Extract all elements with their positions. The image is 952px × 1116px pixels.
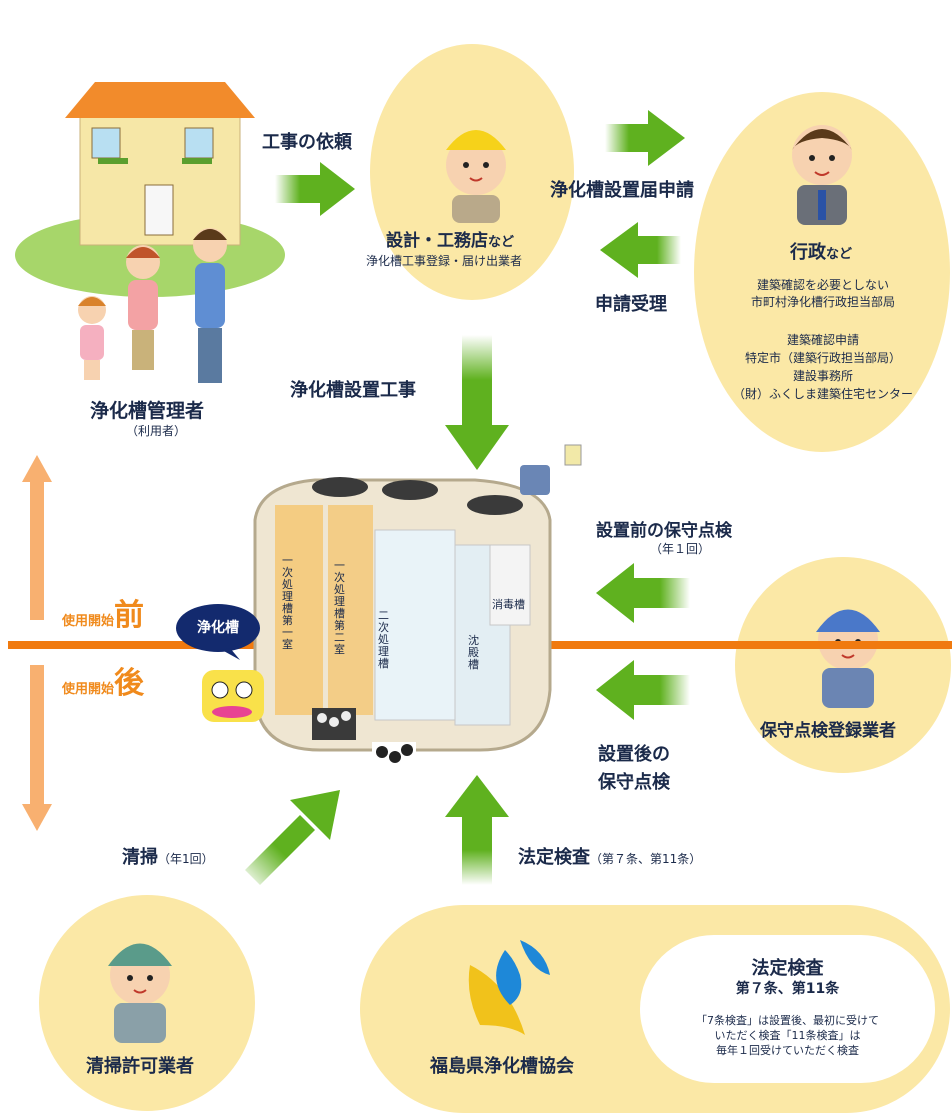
government-line2: 市町村浄化槽行政担当部局 — [750, 295, 895, 309]
cleaning-arrow — [245, 790, 340, 885]
legal-inspection-arrow — [445, 775, 509, 885]
septic-tank-illustration — [253, 444, 582, 770]
down-arrow — [22, 665, 52, 831]
government-line3: 建築確認申請 — [786, 333, 859, 347]
pre-inspection-subtitle: （年１回） — [650, 542, 711, 556]
post-inspection-arrow — [596, 660, 690, 720]
after-label-big: 後 — [114, 666, 145, 701]
legal-box-note2: いただく検査「11条検査」は — [714, 1029, 861, 1042]
manager-title: 浄化槽管理者 — [90, 400, 205, 422]
government-circle — [694, 92, 950, 452]
post-inspection-line1: 設置後の — [598, 744, 670, 765]
government-official-illustration — [792, 125, 852, 225]
cleaner-title: 清掃許可業者 — [86, 1056, 194, 1077]
legal-box-note3: 毎年１回受けていただく検査 — [716, 1044, 859, 1057]
government-line6: （財）ふくしま建築住宅センター — [732, 387, 913, 401]
before-label-prefix: 使用開始 — [62, 614, 115, 629]
install-arrow — [445, 335, 509, 470]
after-label-prefix: 使用開始 — [62, 682, 115, 697]
association-logo-icon — [468, 940, 550, 1035]
tank-room4-label: 沈殿槽 — [468, 634, 479, 671]
government-line4: 特定市（建築行政担当部局） — [744, 351, 901, 365]
legal-box-title: 法定検査 — [751, 958, 824, 979]
government-title-suffix: など — [826, 247, 853, 262]
contractor-title: 設計・工務店など — [386, 226, 514, 251]
legal-inspection-label-sub: （第７条、第11条） — [590, 852, 702, 866]
post-inspection-line2: 保守点検 — [598, 772, 670, 793]
contractor-title-text: 設計・工務店 — [386, 231, 488, 251]
request-arrow — [275, 162, 355, 216]
cleaning-label-sub: （年1回） — [158, 852, 214, 866]
before-label: 使用開始前 — [62, 590, 144, 634]
request-label: 工事の依頼 — [262, 132, 352, 153]
tank-room1-label: 一次処理槽第一室 — [282, 554, 293, 651]
government-line5: 建設事務所 — [792, 369, 853, 383]
acceptance-arrow — [600, 222, 681, 278]
mascot-illustration — [176, 604, 264, 722]
manager-subtitle: （利用者） — [126, 424, 187, 438]
association-title: 福島県浄化槽協会 — [430, 1056, 574, 1077]
family-illustration — [78, 228, 227, 383]
cleaning-label-title: 清掃 — [122, 847, 158, 868]
legal-box-articles: 第７条、第11条 — [735, 981, 840, 997]
tank-badge: 浄化槽 — [197, 620, 239, 636]
maintenance-company-title: 保守点検登録業者 — [760, 721, 896, 741]
cleaning-label: 清掃（年1回） — [122, 843, 214, 869]
legal-box-note1: 「7条検査」は設置後、最初に受けて — [696, 1014, 879, 1027]
government-title-text: 行政 — [790, 242, 826, 263]
acceptance-label: 申請受理 — [595, 294, 667, 315]
legal-inspection-box — [640, 935, 935, 1083]
legal-inspection-label-title: 法定検査 — [518, 847, 590, 868]
contractor-subtitle: 浄化槽工事登録・届け出業者 — [366, 254, 523, 268]
pre-inspection-title: 設置前の保守点検 — [596, 521, 732, 541]
contractor-title-suffix: など — [488, 235, 515, 250]
cleaner-worker-illustration — [108, 943, 172, 1043]
legal-inspection-label: 法定検査（第７条、第11条） — [518, 843, 701, 869]
tank-room3-label: 二次処理槽 — [378, 609, 389, 670]
tank-room5-label: 消毒槽 — [492, 598, 525, 611]
pre-inspection-arrow — [596, 563, 690, 623]
government-title: 行政など — [790, 238, 852, 264]
application-label: 浄化槽設置届申請 — [550, 180, 694, 201]
up-arrow — [22, 455, 52, 620]
government-line1: 建築確認を必要としない — [756, 278, 889, 292]
install-label: 浄化槽設置工事 — [290, 380, 416, 401]
contractor-illustration — [446, 130, 506, 223]
before-label-big: 前 — [114, 598, 145, 633]
maintenance-worker-illustration — [816, 609, 880, 708]
tank-room2-label: 一次処理槽第二室 — [334, 559, 345, 656]
application-arrow — [605, 110, 685, 166]
after-label: 使用開始後 — [62, 658, 144, 702]
